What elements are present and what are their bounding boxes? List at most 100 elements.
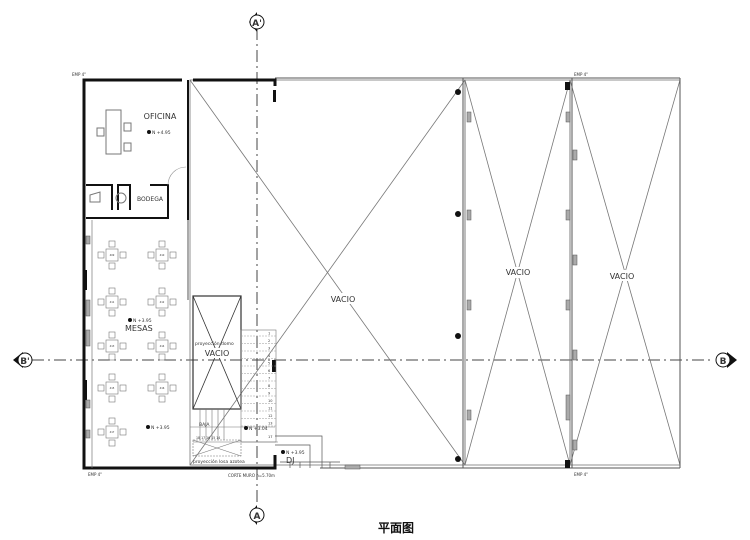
exterior-walls [82,78,277,470]
void-3-label-bg [604,270,640,281]
chair [119,251,127,259]
chair [108,262,116,270]
chair [158,353,166,361]
office-label: OFICINA [144,112,177,121]
svg-text:B': B' [20,357,30,367]
chair [147,298,155,306]
chair [97,384,105,392]
void-2-label-bg [500,267,536,278]
chair [108,331,116,339]
chair [169,251,177,259]
table: 414 [147,331,177,361]
stair-step-number: 4 [268,354,271,358]
stair-landing-number: 17 [268,435,272,439]
void-main-label-bg [325,293,361,304]
stair-step-number: 10 [268,399,272,403]
chair [97,342,105,350]
storage-label: BODEGA [137,196,164,203]
void-main-label: VACIO [331,295,356,304]
stair-step-number: 1 [268,332,270,336]
chair [119,298,127,306]
chair [169,384,177,392]
table-number: 416 [160,386,165,390]
table-number: 414 [160,344,165,348]
stair-void-label: VACIO [205,349,230,358]
stair-step-number: 12 [268,414,272,418]
stair-step-number: 5 [268,362,270,366]
chair [108,287,116,295]
stair-step-number: 7 [268,377,270,381]
chair [108,417,116,425]
chair [158,309,166,317]
level-marker-icon [244,426,248,430]
level-marker-icon [146,425,150,429]
chair [108,353,116,361]
chair [97,428,105,436]
office-level: N +4.95 [152,130,171,136]
table-number: 413 [110,344,115,348]
table: 415 [97,373,127,403]
emp-bottom-right: EMP 4" [574,472,588,477]
table-number: 412 [160,300,165,304]
chair [147,342,155,350]
chair [158,240,166,248]
stair-step-number: 9 [268,392,270,396]
dj-booth [275,435,340,468]
window-marks [85,111,578,470]
stair-void-label-bg [200,348,234,358]
stair-down-label: BAJA [199,422,210,428]
table-number: 417 [110,430,115,434]
office [86,109,187,219]
section-cut-note: CORTE MURO h=5.70m [228,473,275,478]
axis-marker-b-right: B [715,352,737,368]
table-number: 411 [110,300,115,304]
stair-step-number: 2 [268,339,270,343]
level-marker-icon [147,130,151,134]
tables-level: N +3.95 [133,318,152,324]
chair [108,240,116,248]
svg-text:A': A' [252,19,262,29]
chair [119,384,127,392]
stair-step-number: 13 [268,422,272,426]
stair-level: N +3.04 [249,426,268,432]
emp-top-right: EMP 4" [574,72,588,77]
axis-marker-a-top: A' [249,12,265,32]
chair [169,298,177,306]
level-marker-icon [281,450,285,454]
table: 409 [97,240,127,270]
table: 417 [97,417,127,447]
stair-step-number: 6 [268,369,270,373]
emp-top-left: EMP 4" [72,72,86,77]
chair [158,287,166,295]
svg-text:A: A [254,512,261,522]
chair [108,439,116,447]
tables-level-2: N +3.95 [151,425,170,431]
chair [147,384,155,392]
chair [158,373,166,381]
chair [119,428,127,436]
slab-projection: proyección losa azotea [193,458,245,465]
lower-stairs [190,409,275,457]
chair [158,395,166,403]
lower-step-numbers: 18 17 16 15 14 [196,436,220,440]
svg-text:B: B [720,357,727,367]
table: 416 [147,373,177,403]
columns [83,82,570,468]
chair [158,262,166,270]
table: 411 [97,287,127,317]
table-number: 409 [110,253,115,257]
void-2-label: VACIO [506,268,531,277]
stair-step-number: 8 [268,384,270,388]
drawing-title: 平面图 [378,521,415,535]
chair [97,298,105,306]
chair [158,331,166,339]
table: 413 [97,331,127,361]
tables-group: 409 410 411 412 413 414 415 416 417 [97,240,177,447]
table-number: 410 [160,253,165,257]
table: 412 [147,287,177,317]
dome-projection: proyección domo [195,340,234,347]
dj-level: N +3.95 [286,450,305,456]
axis-marker-b-left: B' [13,352,33,368]
